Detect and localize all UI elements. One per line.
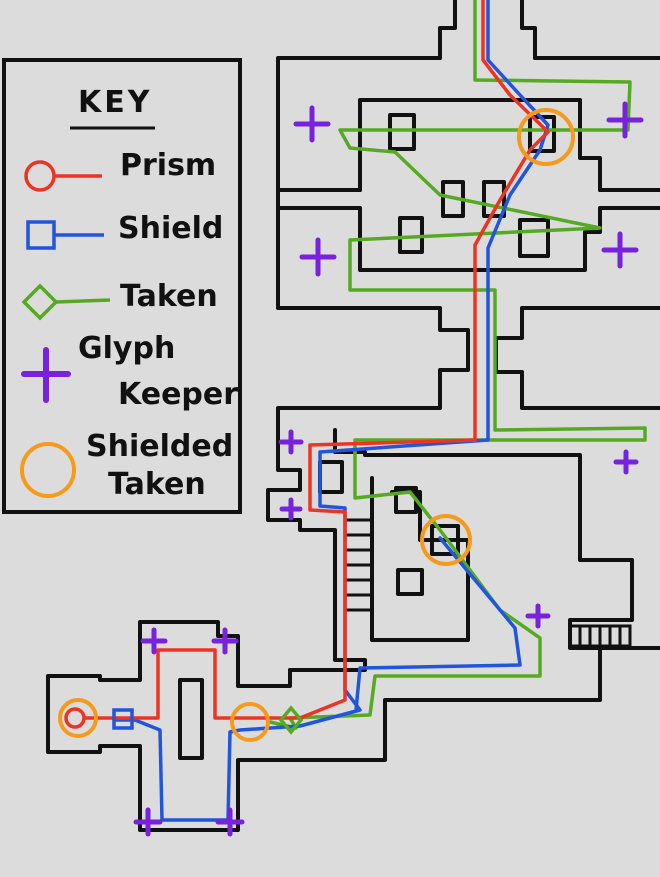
- glyph-keeper-icon: [211, 627, 239, 655]
- key-label-prism: Prism: [120, 148, 216, 183]
- glyph-keeper-icon: [140, 627, 168, 655]
- key-panel: KEY Prism Shield Taken Glyph Kee: [2, 58, 242, 514]
- key-entry-taken: Taken: [21, 279, 218, 321]
- glyph-keeper-icon: [606, 101, 644, 139]
- glyph-keeper-icon: [278, 429, 304, 455]
- glyph-keeper-icon: [299, 237, 337, 277]
- key-label-glyph: Glyph: [78, 331, 175, 366]
- route-shield-lower-loop: [354, 536, 522, 712]
- glyph-keeper-icon: [525, 603, 551, 629]
- taken-marker-icon: [278, 705, 304, 735]
- shielded-taken-marker-icon: [58, 698, 98, 738]
- shield-start-icon: [112, 708, 134, 730]
- glyph-keeper-icon: [215, 807, 245, 837]
- shield-icon: [26, 220, 56, 250]
- taken-route-sample: [55, 298, 111, 304]
- shielded-taken-icon: [20, 442, 76, 498]
- glyph-keeper-icon: [21, 347, 71, 403]
- key-label-taken-2: Taken: [108, 467, 206, 502]
- route-taken: [268, 0, 647, 730]
- glyph-keepers: [133, 101, 644, 837]
- key-label-shield: Shield: [118, 211, 223, 246]
- prism-icon: [24, 160, 56, 192]
- route-prism: [83, 0, 550, 720]
- glyph-keeper-icon: [279, 497, 303, 521]
- key-label-keeper: Keeper: [118, 377, 238, 412]
- prism-start-icon: [64, 707, 86, 729]
- key-label-taken: Taken: [120, 279, 218, 314]
- key-entry-prism: Prism: [24, 148, 216, 192]
- key-border: [2, 58, 242, 514]
- key-label-shielded: Shielded: [86, 429, 233, 464]
- shielded-taken-marker-icon: [230, 702, 270, 742]
- stairs-right: [568, 624, 632, 648]
- glyph-keeper-icon: [613, 449, 639, 475]
- stairs-left: [345, 518, 370, 612]
- key-entry-glyph-keeper: Glyph Keeper: [21, 331, 238, 412]
- key-title: KEY: [78, 85, 152, 120]
- glyph-keeper-icon: [133, 807, 163, 837]
- key-entry-shield: Shield: [26, 211, 223, 250]
- glyph-keeper-icon: [293, 105, 331, 143]
- key-entry-shielded-taken: Shielded Taken: [20, 429, 233, 502]
- shielded-taken-marker-icon: [420, 514, 472, 566]
- glyph-keeper-icon: [601, 231, 639, 269]
- shielded-taken-marker-icon: [517, 108, 575, 166]
- taken-diamond-icon: [21, 283, 59, 321]
